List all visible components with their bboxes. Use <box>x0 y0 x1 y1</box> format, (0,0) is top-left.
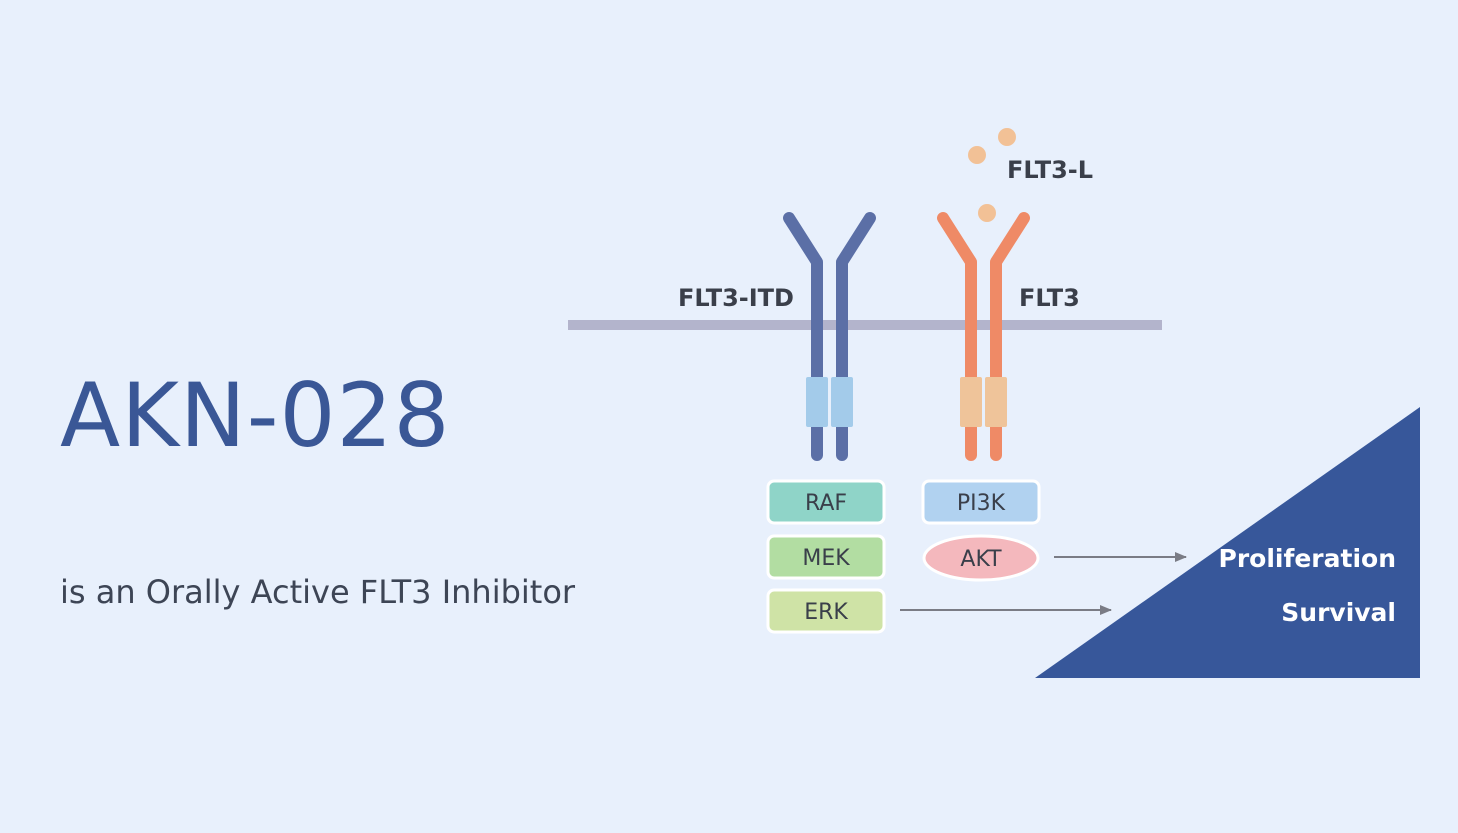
pi3k-box <box>921 479 1041 525</box>
ligand-dot <box>998 128 1016 146</box>
erk-box <box>766 588 886 634</box>
mek-box <box>766 534 886 580</box>
akt-ellipse <box>922 534 1040 582</box>
raf-box <box>766 479 886 525</box>
mek-label: MEK <box>802 546 850 571</box>
ligand-label: FLT3-L <box>1007 156 1093 184</box>
pi3k-label: PI3K <box>957 491 1006 516</box>
flt3-itd-kinase-domain <box>831 377 853 427</box>
survival-label: Survival <box>1281 598 1396 627</box>
flt3-itd-kinase-domain <box>806 377 828 427</box>
flt3-itd-receptor <box>783 212 876 461</box>
raf-label: RAF <box>805 491 847 516</box>
akt-label: AKT <box>960 547 1002 572</box>
ligand-dot <box>978 204 996 222</box>
outcome-triangle <box>1035 407 1420 678</box>
ligand-dot <box>968 146 986 164</box>
flt3-itd-label: FLT3-ITD <box>678 284 794 312</box>
flt3-label: FLT3 <box>1019 284 1080 312</box>
proliferation-label: Proliferation <box>1219 544 1397 573</box>
drug-subtitle: is an Orally Active FLT3 Inhibitor <box>60 573 576 611</box>
drug-title: AKN-028 <box>60 364 451 467</box>
flt3-kinase-domain <box>985 377 1007 427</box>
flt3-receptor <box>937 212 1030 461</box>
erk-label: ERK <box>804 600 848 625</box>
flt3-kinase-domain <box>960 377 982 427</box>
